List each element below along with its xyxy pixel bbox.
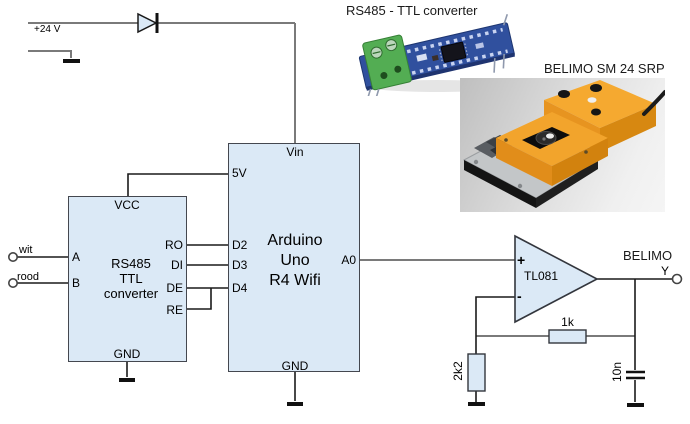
pin-label-rs485-gnd: GND [113,347,141,361]
ic-chip [438,41,469,63]
diode-icon [137,12,158,34]
signal-wires [17,173,672,402]
pin-label-d2: D2 [232,238,248,252]
wire-opamp-minus [475,296,515,354]
ground-symbols [63,59,644,407]
rs485-block-title: RS485 TTL converter [86,256,176,301]
opamp-icon [514,234,599,324]
pin-label-ro: RO [165,238,183,252]
pin-label-re: RE [166,303,183,317]
pin-label-5v: 5V [232,166,247,180]
belimo-photo-art [462,80,665,208]
rs485-converter-block [68,196,187,362]
header-pins [365,13,509,96]
output-terminal-label: Y [660,264,669,278]
pin-label-b: B [72,276,81,290]
arduino-block [228,143,360,372]
smd-part [431,54,439,62]
rs485-title-line1: RS485 [111,256,151,271]
terminal-wit-circle [8,252,18,263]
capacitor-10n-label: 10n [610,361,624,383]
pcb-board [358,13,515,96]
terminal-rood-circle [8,277,18,288]
opamp-part-label: TL081 [524,269,559,283]
resistor-1k [548,329,587,344]
cable [642,90,665,116]
actuator-body [496,80,656,186]
belimo-actuator-photo [460,78,665,212]
label-wire-rood: rood [17,271,40,283]
smd-part [416,53,428,62]
opamp-minus-input-label: - [517,288,522,304]
arduino-title-line1: Arduino [267,232,323,249]
caption-rs485-photo: RS485 - TTL converter [346,3,478,18]
smd-part [475,42,485,50]
rs485-title-line2: TTL [119,271,143,286]
wire-re-jumper [187,288,212,310]
pin-label-vcc: VCC [114,198,140,212]
wire-supply-ground [28,50,72,58]
resistor-2k2 [467,353,486,392]
terminal-block [362,34,412,91]
pin-label-d4: D4 [232,281,248,295]
rs485-title-line3: converter [103,286,159,301]
terminal-y-circle [671,273,683,285]
pin-label-di: DI [171,258,183,272]
position-dial [522,127,570,149]
output-device-label: BELIMO [623,248,673,263]
arduino-title-line2: Uno [280,252,310,269]
opamp-plus-input-label: + [517,252,526,268]
label-24v: +24 V [34,24,61,35]
resistor-1k-label: 1k [561,315,574,329]
pin-label-vin: Vin [286,145,304,159]
pin-label-de: DE [166,281,183,295]
pin-label-a0: A0 [341,253,356,267]
pin-label-d3: D3 [232,258,248,272]
resistor-2k2-label: 2k2 [451,361,465,381]
label-wire-wit: wit [19,244,33,256]
capacitor-10n [626,370,645,380]
caption-belimo-photo: BELIMO SM 24 SRP [544,61,665,76]
wire-24v-rail [28,22,296,143]
wire-5v-vcc [127,173,228,196]
pin-label-a: A [72,250,81,264]
arduino-block-title: Arduino Uno R4 Wifi [236,231,354,291]
arduino-title-line3: R4 Wifi [269,272,321,289]
pin-label-arduino-gnd: GND [281,359,309,373]
